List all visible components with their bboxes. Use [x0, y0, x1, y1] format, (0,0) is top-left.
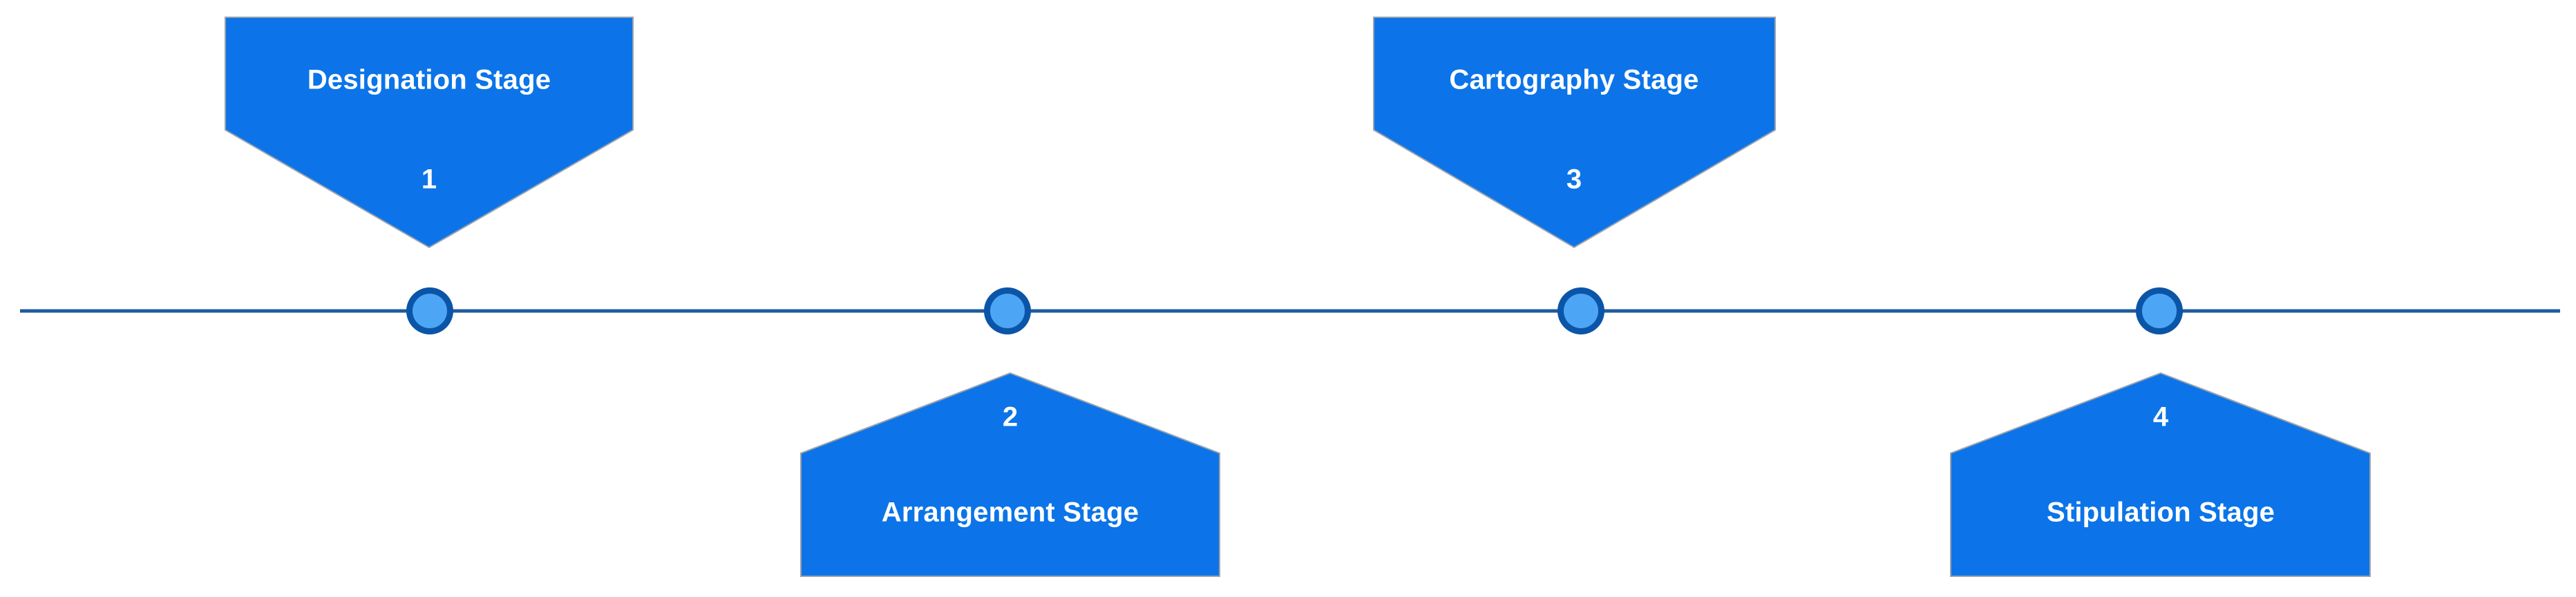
- stage-group-3[interactable]: Cartography Stage 3: [1373, 17, 1776, 249]
- stage-shape-1[interactable]: [225, 17, 634, 249]
- stage-shape-3[interactable]: [1373, 17, 1776, 249]
- stage-group-2[interactable]: 2 Arrangement Stage: [800, 372, 1220, 577]
- stage-label-4: Stipulation Stage: [2047, 498, 2275, 528]
- stage-label-2: Arrangement Stage: [882, 498, 1139, 528]
- stage-label-3: Cartography Stage: [1449, 65, 1698, 95]
- stage-label-1: Designation Stage: [307, 65, 551, 95]
- timeline-marker-4[interactable]: [2136, 287, 2183, 334]
- timeline-markers: [406, 287, 2183, 334]
- stage-group-4[interactable]: 4 Stipulation Stage: [1950, 372, 2371, 577]
- stage-number-2: 2: [1003, 402, 1018, 433]
- stage-shape-2[interactable]: [800, 372, 1220, 577]
- stage-shape-4[interactable]: [1950, 372, 2371, 577]
- stage-number-4: 4: [2153, 402, 2169, 433]
- timeline-marker-2[interactable]: [984, 287, 1031, 334]
- stage-group-1[interactable]: Designation Stage 1: [225, 17, 634, 249]
- timeline-marker-3[interactable]: [1557, 287, 1604, 334]
- stage-number-3: 3: [1566, 164, 1582, 195]
- timeline-marker-1[interactable]: [406, 287, 453, 334]
- stage-number-1: 1: [422, 164, 437, 195]
